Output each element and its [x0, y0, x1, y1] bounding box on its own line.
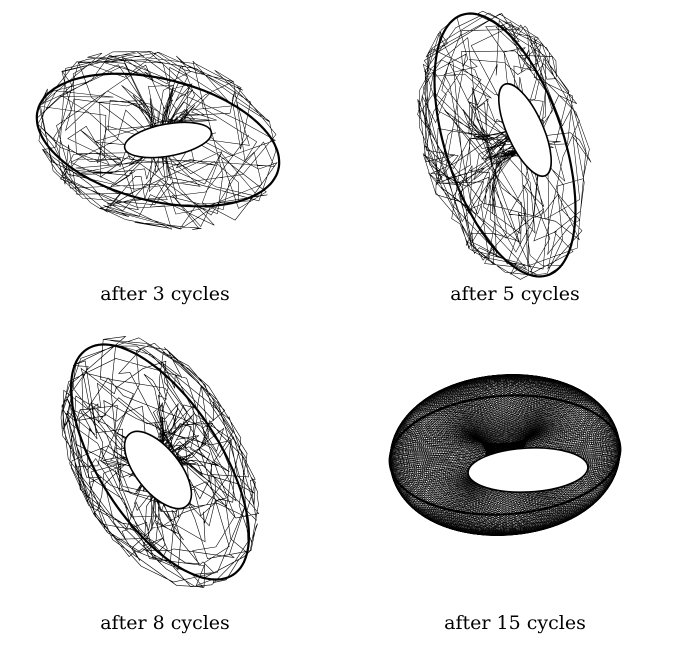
panel-3-cycles: after 3 cycles [0, 0, 330, 330]
caption-5-cycles: after 5 cycles [345, 283, 685, 305]
panel-5-cycles: after 5 cycles [345, 0, 685, 330]
panel-8-cycles: after 8 cycles [0, 330, 330, 662]
caption-8-cycles: after 8 cycles [0, 612, 330, 634]
caption-3-cycles: after 3 cycles [0, 283, 330, 305]
torus-hole [488, 77, 562, 183]
caption-15-cycles: after 15 cycles [345, 612, 685, 634]
torus-wireframe-3-cycles [0, 0, 330, 280]
torus-wireframe-15-cycles [345, 330, 685, 610]
torus-wireframe-5-cycles [345, 0, 685, 280]
torus-hole [122, 116, 214, 163]
panel-15-cycles: after 15 cycles [345, 330, 685, 662]
torus-wireframe-8-cycles [0, 330, 330, 610]
